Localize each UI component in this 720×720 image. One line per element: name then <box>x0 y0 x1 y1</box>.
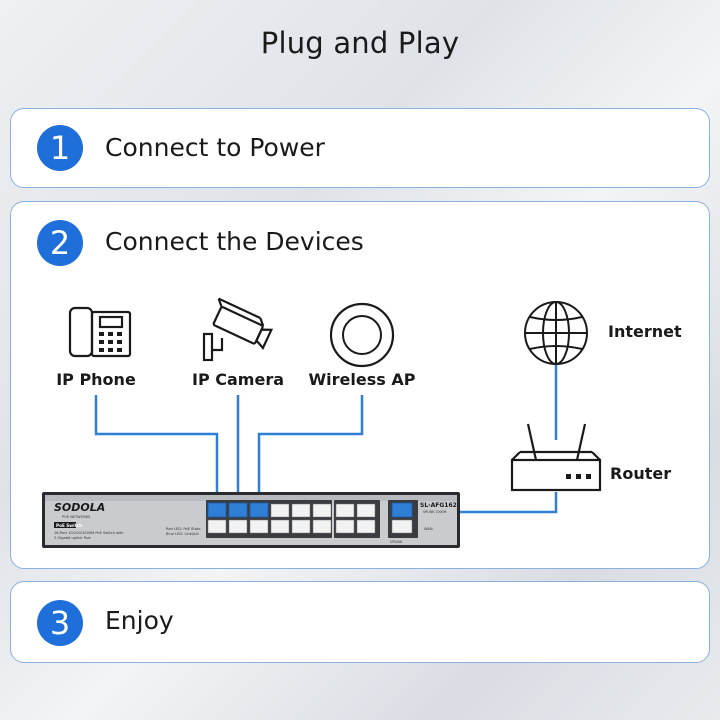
switch-led-line1: Red LED: PoE State <box>166 527 201 531</box>
poe-switch: SODOLA POE NETWORKS PoE Switch 16-Port 1… <box>42 492 460 548</box>
cable-phone <box>94 395 219 505</box>
switch-badge-bg <box>54 522 76 528</box>
switch-badge: PoE Switch <box>56 523 82 528</box>
switch-model-sub: UPLINK 1000M <box>423 510 447 514</box>
router-icon <box>510 423 602 492</box>
wireless-ap-icon <box>329 302 395 368</box>
switch-uplink-label: UPLINK <box>390 540 403 544</box>
switch-wan-label: WAN <box>424 527 433 531</box>
globe-icon <box>524 301 588 365</box>
switch-brand-sub: POE NETWORKS <box>62 515 91 519</box>
step-number-2: 2 <box>37 220 83 266</box>
security-camera-icon <box>202 297 274 362</box>
step-card-3: 3 Enjoy <box>10 581 710 663</box>
switch-model: SL-AFG162 <box>420 502 457 509</box>
label-internet: Internet <box>608 322 682 341</box>
switch-brand: SODOLA <box>54 501 105 514</box>
step-number-3: 3 <box>37 600 83 646</box>
label-ip-camera: IP Camera <box>192 370 284 389</box>
switch-desc-line1: 16-Port 10/100/1000M PoE Switch with <box>54 531 124 535</box>
label-ip-phone: IP Phone <box>56 370 136 389</box>
step-label-1: Connect to Power <box>105 133 325 162</box>
label-router: Router <box>610 464 672 483</box>
label-wireless-ap: Wireless AP <box>308 370 416 389</box>
step-label-3: Enjoy <box>105 606 174 635</box>
switch-ports <box>206 500 418 538</box>
step-label-2: Connect the Devices <box>105 227 364 256</box>
step-number-1: 1 <box>37 125 83 171</box>
switch-desc-line2: 2 Gigabit uplink Port <box>54 536 91 540</box>
desk-phone-icon <box>68 306 132 358</box>
page-title: Plug and Play <box>260 26 460 60</box>
cable-ap <box>257 395 364 505</box>
step-card-1: 1 Connect to Power <box>10 108 710 188</box>
switch-led-line2: Blue LED: Link/Act <box>166 532 199 536</box>
